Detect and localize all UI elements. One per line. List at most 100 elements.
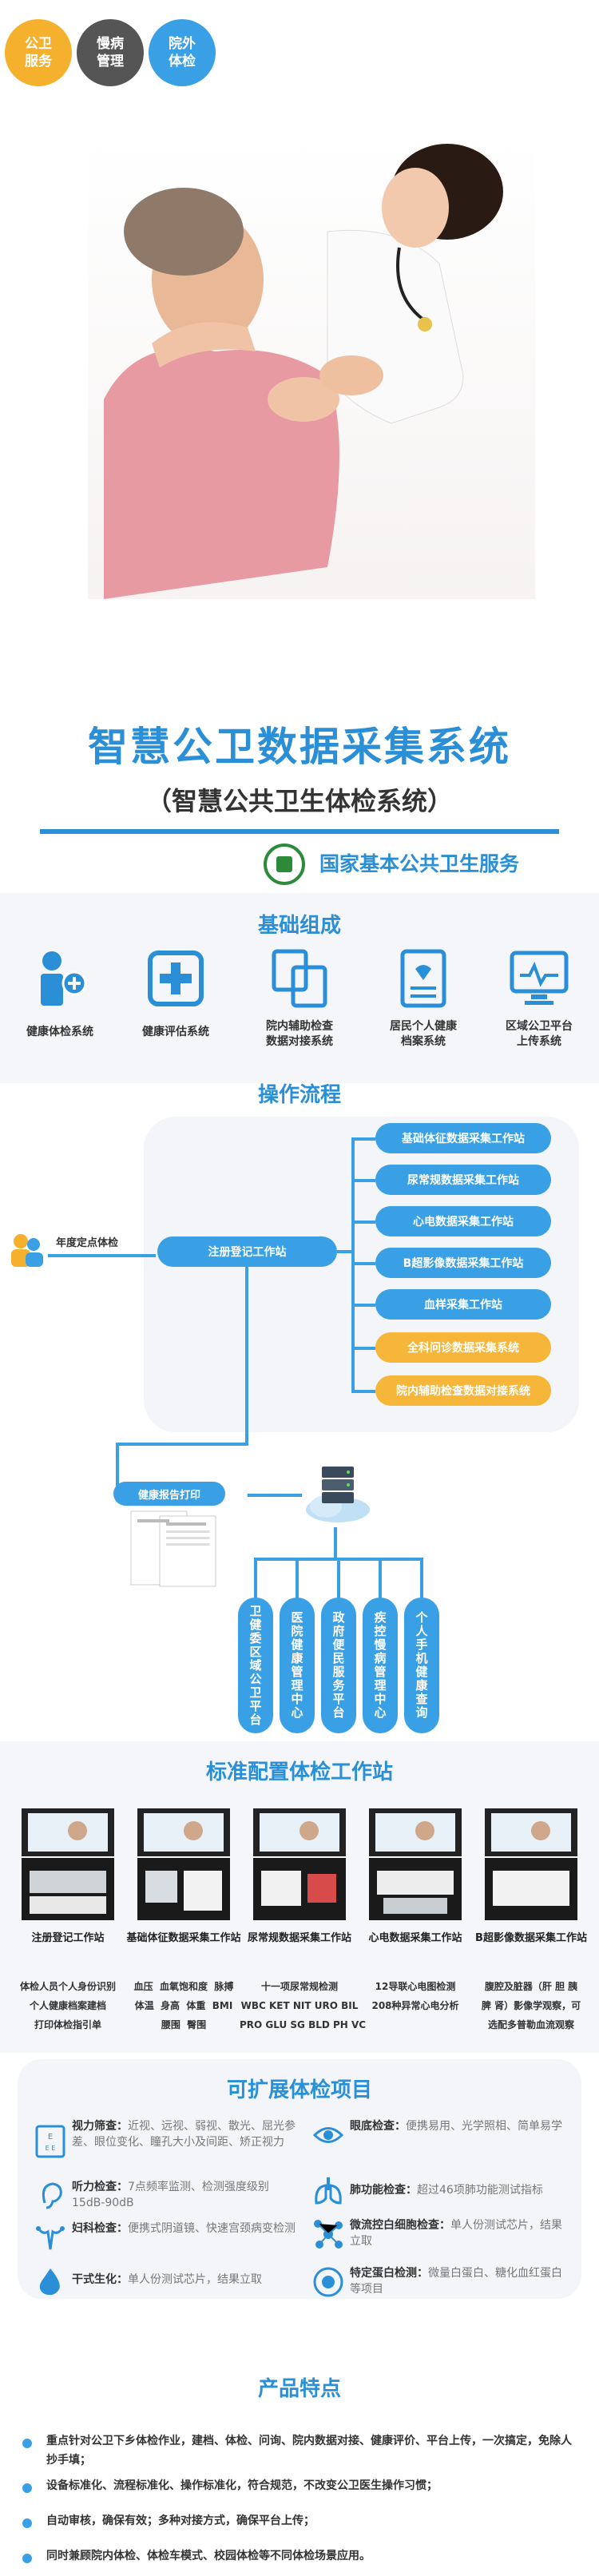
register-down-line (245, 1267, 248, 1444)
output-label-4: 疾控慢病管理中心 (372, 1611, 387, 1720)
extend-item-7: 干式生化：单人份测试芯片，结果立取 (72, 2272, 296, 2288)
public-health-service-label: 公卫 服务 (25, 36, 52, 69)
basic-item-label-4: 居民个人健康 档案系统 (390, 1020, 457, 1048)
output-line-4 (379, 1558, 382, 1599)
doctor-patient-illustration (104, 144, 503, 599)
extend-item-7-name: 干式生化： (72, 2273, 128, 2286)
station-label-3: 心电数据采集工作站 (413, 1216, 514, 1228)
extend-item-6-text: 单人份测试芯片，结果立取 (350, 2219, 562, 2248)
chronic-disease-button[interactable]: 慢病 管理 (77, 19, 144, 86)
case-desc-5: 腹腔及脏器（肝 胆 胰 脾 肾）影像学观察，可 选配多普勒血流观察 (481, 1981, 581, 2030)
eye-icon (311, 2118, 345, 2152)
monitor-icon (507, 947, 571, 1010)
cloud-down-line (334, 1527, 337, 1559)
branch-4 (351, 1262, 375, 1265)
station-pill-7[interactable]: 院内辅助检查数据对接系统 (375, 1375, 551, 1406)
flow-section-title: 操作流程 (257, 1083, 341, 1107)
protein-icon (311, 2265, 345, 2299)
station-label-7: 院内辅助检查数据对接系统 (396, 1385, 530, 1398)
service-title: 国家基本公共卫生服务 (319, 852, 520, 875)
station-pill-1[interactable]: 基础体征数据采集工作站 (375, 1123, 551, 1153)
health-file-icon (391, 947, 455, 1010)
case-desc-2: 血压 血氧饱和度 脉搏 体温 身高 体重 BMI 腰围 臀围 (133, 1981, 234, 2030)
case-label-2: 基础体征数据采集工作站 (126, 1932, 241, 1944)
output-pill-4[interactable]: 疾控慢病管理中心 (363, 1598, 398, 1733)
annual-checkup-label: 年度定点体检 (56, 1237, 119, 1249)
report-down-line (116, 1443, 119, 1486)
person-plus-icon (28, 947, 92, 1010)
feature-item-1: 重点针对公卫下乡体检作业，建档、体检、问询、院内数据对接、健康评价、平台上传，一… (46, 2435, 572, 2467)
register-station-label: 注册登记工作站 (208, 1246, 287, 1259)
extend-item-4-name: 肺功能检查： (350, 2184, 417, 2197)
basic-item-label-3: 院内辅助检查 数据对接系统 (266, 1020, 333, 1048)
case-image-3 (252, 1807, 347, 1923)
sub-title: （智慧公共卫生体检系统） (145, 786, 453, 816)
public-health-service-button[interactable]: 公卫 服务 (5, 19, 72, 86)
station-pill-4[interactable]: B超影像数据采集工作站 (375, 1248, 551, 1278)
extend-item-5-name: 妇科检查： (72, 2222, 128, 2235)
feature-item-3: 自动审核，确保有效；多种对接方式，确保平台上传； (46, 2514, 315, 2527)
station-label-4: B超影像数据采集工作站 (403, 1257, 524, 1270)
register-station-pill[interactable]: 注册登记工作站 (157, 1236, 337, 1267)
main-title: 智慧公卫数据采集系统 (88, 724, 511, 770)
outside-checkup-label: 院外 体检 (169, 36, 196, 69)
branch-5 (351, 1304, 375, 1307)
extend-item-2-name: 眼底检查： (350, 2120, 406, 2133)
output-line-3 (337, 1558, 340, 1599)
report-document-image (128, 1510, 224, 1590)
case-label-4: 心电数据采集工作站 (368, 1932, 462, 1944)
extend-item-3-text: 7点频率监测、检测强度级别15dB-90dB (72, 2181, 269, 2209)
basic-item-label-2: 健康评估系统 (142, 1026, 209, 1038)
station-pill-6[interactable]: 全科问诊数据采集系统 (375, 1332, 551, 1363)
station-label-6: 全科问诊数据采集系统 (407, 1342, 519, 1355)
output-pill-1[interactable]: 卫健委区域公卫平台 (238, 1598, 273, 1733)
output-pill-3[interactable]: 政府便民服务平台 (321, 1598, 356, 1733)
public-health-logo (264, 843, 305, 885)
output-label-1: 卫健委区域公卫平台 (248, 1604, 263, 1727)
extend-item-5-text: 便携式阴道镜、快速宫颈病变检测 (128, 2222, 296, 2235)
extend-item-4: 肺功能检查：超过46项肺功能测试指标 (350, 2182, 565, 2198)
lungs-icon (311, 2174, 345, 2208)
branch-3 (351, 1221, 375, 1224)
station-pill-5[interactable]: 血样采集工作站 (375, 1289, 551, 1320)
output-pill-5[interactable]: 个人手机健康查询 (404, 1598, 439, 1733)
feature-bullet-3 (22, 2518, 32, 2528)
case-desc-4: 12导联心电图检测 208种异常心电分析 (371, 1981, 459, 2011)
extend-section-title: 可扩展体检项目 (226, 2078, 372, 2102)
feature-item-2: 设备标准化、流程标准化、操作标准化，符合规范，不改变公卫医生操作习惯； (46, 2479, 438, 2492)
extend-item-5: 妇科检查：便携式阴道镜、快速宫颈病变检测 (72, 2221, 296, 2237)
case-label-5: B超影像数据采集工作站 (475, 1932, 587, 1944)
svg-text:E: E (48, 2133, 53, 2141)
extend-item-8: 特定蛋白检测：微量白蛋白、糖化血红蛋白等项目 (350, 2265, 565, 2297)
feature-bullet-2 (22, 2483, 32, 2493)
station-pill-3[interactable]: 心电数据采集工作站 (375, 1206, 551, 1236)
extend-item-1: 视力筛查：近视、远视、弱视、散光、屈光参差、眼位变化、瞳孔大小及间距、矫正视力 (72, 2118, 296, 2150)
output-label-3: 政府便民服务平台 (331, 1611, 346, 1720)
output-label-2: 医院健康管理中心 (289, 1611, 304, 1720)
register-connector (337, 1250, 353, 1253)
case-image-2 (136, 1807, 232, 1923)
extend-item-2: 眼底检查：便携易用、光学照相、简单易学 (350, 2118, 565, 2134)
document-link-icon (268, 947, 331, 1010)
case-label-1: 注册登记工作站 (31, 1932, 105, 1944)
feature-item-4: 同时兼顾院内体检、体检车模式、校园体检等不同体检场景应用。 (46, 2550, 371, 2562)
feature-bullet-1 (22, 2439, 32, 2448)
output-pill-2[interactable]: 医院健康管理中心 (280, 1598, 315, 1733)
people-icon (6, 1230, 46, 1270)
drop-icon (34, 2265, 67, 2299)
output-line-5 (420, 1558, 423, 1599)
outside-checkup-button[interactable]: 院外 体检 (149, 19, 216, 86)
station-pill-2[interactable]: 尿常规数据采集工作站 (375, 1165, 551, 1195)
case-desc-3: 十一项尿常规检测 WBC KET NIT URO BIL PRO GLU SG … (240, 1981, 367, 2030)
basic-section-title: 基础组成 (257, 914, 341, 938)
extend-item-6: 微流控白细胞检查：单人份测试芯片，结果立取 (350, 2217, 565, 2249)
output-line-1 (254, 1558, 257, 1599)
extend-item-1-text: 近视、远视、弱视、散光、屈光参差、眼位变化、瞳孔大小及间距、矫正视力 (72, 2120, 296, 2149)
report-print-pill[interactable]: 健康报告打印 (113, 1482, 225, 1506)
bottom-connector (116, 1443, 248, 1446)
output-line-2 (296, 1558, 299, 1599)
extend-item-8-name: 特定蛋白检测： (350, 2267, 428, 2280)
medical-cross-icon (144, 947, 208, 1010)
basic-item-label-5: 区域公卫平台 上传系统 (506, 1020, 573, 1048)
